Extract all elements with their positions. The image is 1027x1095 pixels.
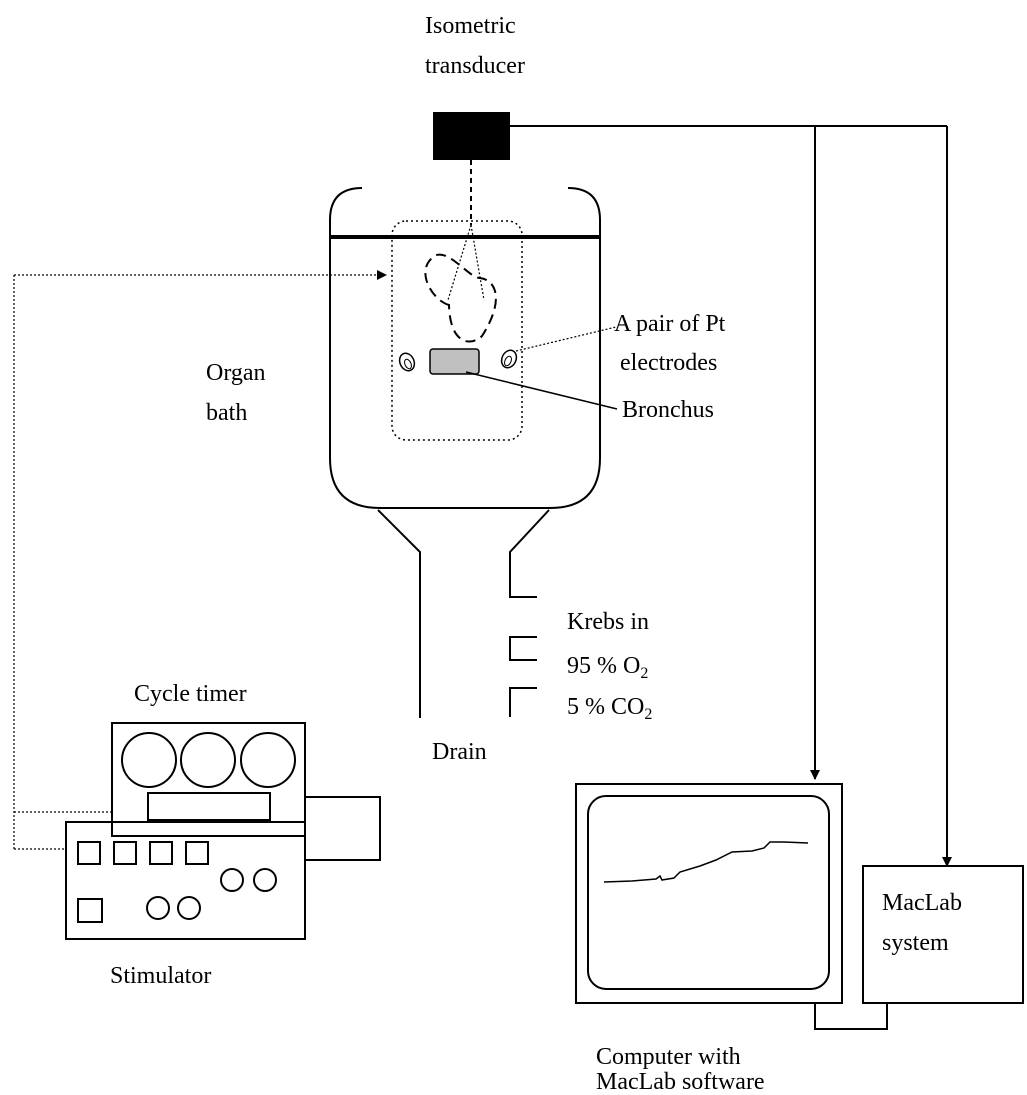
cycle-timer: Cycle timer — [111, 681, 306, 837]
stimulator-knob-3 — [146, 896, 170, 920]
isometric-transducer: Isometric transducer — [425, 13, 525, 160]
bronchus-label: Bronchus — [622, 397, 714, 423]
stimulator-knob-1 — [220, 868, 244, 892]
organ-bath-label-line1: Organ — [206, 360, 266, 386]
stimulator-button-3 — [149, 841, 173, 865]
screen-trace — [603, 841, 809, 883]
computer-maclab-cable — [814, 1003, 888, 1030]
stimulator-button-1 — [77, 841, 101, 865]
stimulator-label: Stimulator — [110, 963, 211, 989]
computer-label-line2: MacLab software — [596, 1069, 765, 1095]
stimulator-knob-2 — [253, 868, 277, 892]
timer-dial-1 — [121, 732, 177, 788]
computer-label-line1: Computer with — [596, 1044, 741, 1070]
stimulator-knob-4 — [177, 896, 201, 920]
electrode-right — [500, 349, 518, 369]
computer-screen — [587, 795, 830, 990]
maclab-box — [862, 865, 1024, 1004]
bronchus-tissue — [429, 348, 480, 375]
stimulator: Stimulator — [65, 821, 306, 989]
krebs-in-label: Krebs in — [567, 609, 649, 635]
co2-label: 5 % CO2 — [567, 694, 652, 723]
stimulator-button-4 — [185, 841, 209, 865]
maclab-label-line2: system — [882, 930, 949, 956]
stimulator-button-5 — [77, 898, 103, 923]
organ-bath-vessel — [329, 187, 601, 509]
transducer-label-line1: Isometric — [425, 13, 516, 39]
stimulator-body — [65, 821, 306, 940]
cycle-timer-body — [111, 722, 306, 837]
gas-inlet — [509, 687, 537, 717]
transducer-block — [433, 112, 510, 160]
timer-side-cable — [305, 796, 381, 861]
computer-monitor — [575, 783, 843, 1004]
computer: Computer with MacLab software — [575, 783, 888, 1095]
organ-bath-label-line2: bath — [206, 400, 247, 426]
cycle-timer-label: Cycle timer — [134, 681, 247, 707]
krebs-inlet — [509, 636, 537, 661]
tissue-outline — [424, 253, 497, 343]
timer-display — [147, 792, 271, 821]
tissue-thread — [447, 160, 485, 301]
electrode-left — [398, 352, 416, 372]
stimulator-button-2 — [113, 841, 137, 865]
transducer-label-line2: transducer — [425, 53, 525, 79]
bath-outflow: Krebs in 95 % O2 5 % CO2 Drain — [377, 509, 652, 765]
drain-label: Drain — [432, 739, 487, 765]
tissue-holder — [391, 220, 523, 441]
annotation-leaders: A pair of Pt electrodes Bronchus — [465, 311, 726, 423]
stimulation-wires — [13, 270, 387, 850]
maclab-label-line1: MacLab — [882, 890, 962, 916]
electrodes-label-line1: A pair of Pt — [614, 311, 726, 337]
timer-dial-3 — [240, 732, 296, 788]
timer-dial-2 — [180, 732, 236, 788]
o2-label: 95 % O2 — [567, 653, 648, 682]
electrodes-label-line2: electrodes — [620, 350, 717, 376]
organ-bath: Organ bath — [206, 187, 601, 509]
maclab-system: MacLab system — [862, 865, 1024, 1004]
transducer-signal-wires — [510, 125, 952, 867]
